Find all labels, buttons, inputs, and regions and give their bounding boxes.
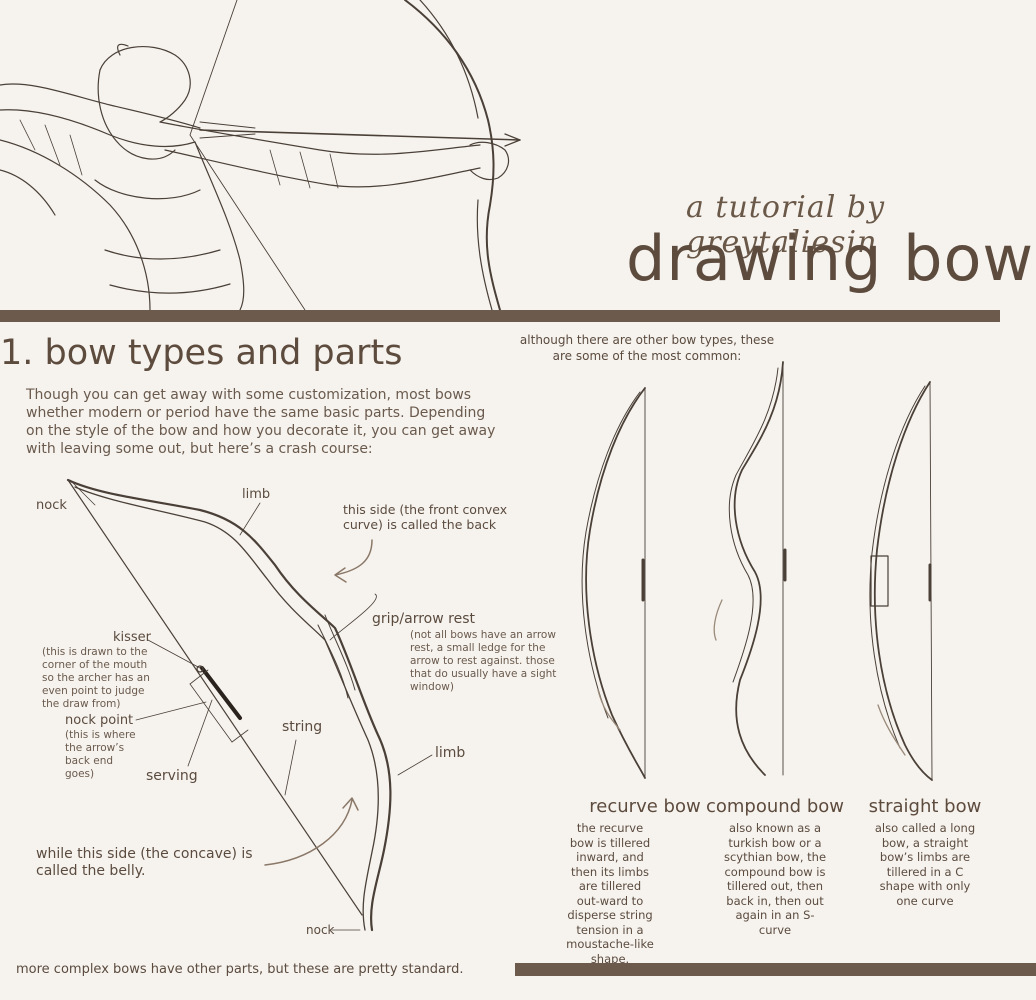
- intro-paragraph: Though you can get away with some custom…: [26, 387, 496, 457]
- tutorial-byline: a tutorial by greytaliesin: [686, 190, 886, 260]
- bow-type-description: the recurve bow is tillered inward, and …: [566, 821, 654, 966]
- bow-types-intro: although there are other bow types, thes…: [519, 333, 775, 363]
- label-kisser-note: (this is drawn to the corner of the mout…: [42, 646, 150, 710]
- archer-bow: [404, 0, 501, 311]
- anatomy-bow: [66, 478, 392, 932]
- label-limb-bottom: limb: [435, 745, 466, 761]
- bow-type-name: straight bow: [868, 796, 982, 817]
- arrow-shaft: [199, 129, 521, 141]
- section-title: 1. bow types and parts: [0, 333, 403, 373]
- callout-lines: [69, 479, 433, 931]
- label-string: string: [282, 719, 323, 735]
- bow-type-name: compound bow: [705, 796, 844, 817]
- label-grip-note: (not all bows have an arrow rest, a smal…: [410, 629, 557, 693]
- label-kisser: kisser: [113, 630, 152, 645]
- compound-bow-illustration: [713, 361, 787, 776]
- label-nock-bottom: nock: [306, 923, 335, 937]
- header-divider: [0, 310, 1000, 322]
- back-arrow: [334, 539, 373, 583]
- footer-note: more complex bows have other parts, but …: [16, 962, 464, 977]
- belly-arrow: [264, 797, 359, 866]
- bow-type-description: also known as a turkish bow or a scythia…: [723, 821, 827, 937]
- bow-type-name: recurve bow: [589, 796, 701, 817]
- page-title: drawing bows: [626, 222, 1036, 295]
- footer-divider: [515, 963, 1036, 976]
- recurve-bow-illustration: [581, 387, 646, 779]
- label-grip: grip/arrow rest: [372, 611, 475, 627]
- label-belly-note: while this side (the concave) is called …: [36, 846, 253, 879]
- label-serving: serving: [146, 768, 198, 784]
- label-limb-top: limb: [242, 487, 271, 502]
- label-nock-point-note: (this is where the arrow’s back end goes…: [65, 729, 136, 780]
- archer-illustration: [0, 43, 510, 311]
- label-nock-point: nock point: [65, 713, 134, 728]
- label-nock-top: nock: [36, 498, 67, 513]
- label-back-note: this side (the front convex curve) is ca…: [343, 502, 508, 532]
- straight-bow-illustration: [869, 381, 933, 781]
- bow-type-description: also called a long bow, a straight bow’s…: [874, 821, 976, 908]
